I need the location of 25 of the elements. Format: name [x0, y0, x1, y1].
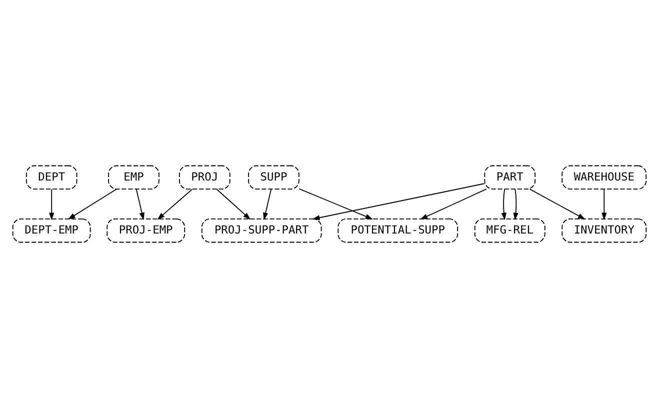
node-box: PART [484, 165, 536, 190]
node-box: EMP [108, 165, 160, 190]
arrow [216, 188, 251, 220]
arrow [312, 183, 485, 220]
arrow [298, 188, 373, 220]
arrow [420, 188, 487, 220]
arrow [48, 188, 54, 220]
node-box: DEPT [26, 165, 78, 190]
arrow [136, 188, 144, 220]
arrow [513, 188, 518, 220]
node-box: PROJ [179, 165, 230, 190]
arrow [501, 188, 506, 220]
node-box: INVENTORY [562, 218, 647, 243]
node-box: PROJ-SUPP-PART [201, 218, 322, 243]
node-box: MFG-REL [474, 218, 546, 243]
arrow [263, 188, 272, 220]
node-box: PROJ-EMP [106, 218, 186, 243]
arrow [602, 188, 607, 220]
arrow [529, 188, 586, 220]
node-box: POTENTIAL-SUPP [338, 218, 458, 243]
node-box: DEPT-EMP [12, 218, 91, 243]
node-box: WAREHOUSE [562, 165, 647, 190]
node-box: SUPP [248, 165, 300, 190]
arrow [157, 188, 193, 220]
arrow [68, 188, 117, 220]
